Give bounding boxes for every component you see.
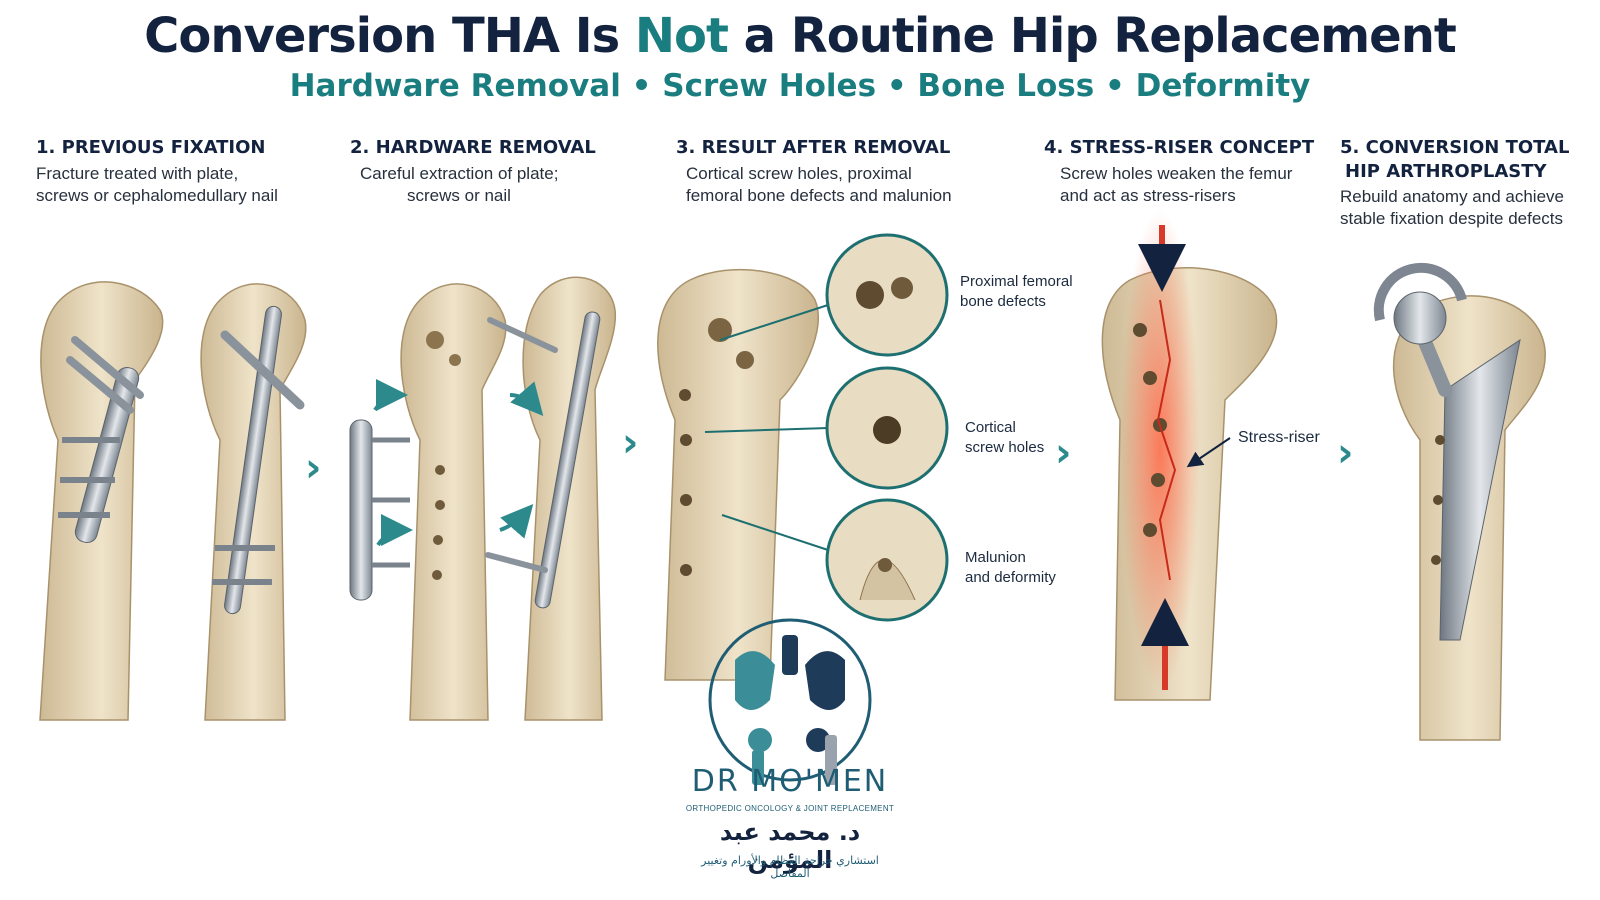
step4-desc-line1: Screw holes weaken the femur bbox=[1060, 164, 1293, 183]
step2-desc-line1: Careful extraction of plate; bbox=[360, 164, 559, 183]
callout-proximal-line1: Proximal femoral bbox=[960, 273, 1073, 290]
chevron-right-icon: › bbox=[1337, 430, 1354, 476]
chevron-right-icon: › bbox=[305, 445, 322, 491]
logo-tagline: ORTHOPEDIC ONCOLOGY & JOINT REPLACEMENT bbox=[685, 804, 895, 813]
arrow-icon bbox=[373, 379, 408, 412]
zoom-cortical-holes bbox=[825, 366, 949, 490]
logo-emblem bbox=[708, 618, 872, 785]
logo-arabic-name: د. محمد عبد المؤمن bbox=[719, 818, 861, 874]
title-part1: Conversion THA Is bbox=[144, 8, 635, 64]
step5-heading-line2: HIP ARTHROPLASTY bbox=[1345, 161, 1547, 182]
step2-desc-line2: screws or nail bbox=[407, 186, 511, 205]
femur-with-plate bbox=[39, 281, 164, 721]
step3-heading: 3. RESULT AFTER REMOVAL bbox=[676, 137, 951, 158]
zoom-malunion bbox=[825, 498, 949, 622]
step1-desc-line1: Fracture treated with plate, bbox=[36, 164, 239, 183]
step3-desc-line2: femoral bone defects and malunion bbox=[686, 186, 952, 205]
step3-desc-line1: Cortical screw holes, proximal bbox=[686, 164, 912, 183]
callout-malunion-line2: and deformity bbox=[965, 569, 1056, 586]
step4-desc-line2: and act as stress-risers bbox=[1060, 186, 1236, 205]
zoom-proximal-defects bbox=[825, 233, 949, 357]
step1-desc-line2: screws or cephalomedullary nail bbox=[36, 186, 278, 205]
femur-after-nail-removal bbox=[485, 276, 617, 721]
arrow-icon bbox=[509, 381, 544, 417]
arrow-icon bbox=[499, 503, 534, 539]
callout-cortical-line2: screw holes bbox=[965, 439, 1045, 456]
arrow-icon bbox=[376, 514, 413, 547]
femur-with-nail bbox=[200, 283, 307, 721]
femur-with-tha-implant bbox=[1373, 262, 1546, 741]
chevron-right-icon: › bbox=[1055, 430, 1072, 476]
page-title: Conversion THA Is Not a Routine Hip Repl… bbox=[0, 8, 1600, 64]
logo-arabic-tagline: استشاري جراحة العظام والأورام وتغيير الم… bbox=[701, 854, 879, 880]
femur-after-plate-removal bbox=[400, 283, 507, 721]
title-part2: a Routine Hip Replacement bbox=[727, 8, 1457, 64]
callout-proximal-line2: bone defects bbox=[960, 293, 1046, 310]
step5-desc-line2: stable fixation despite defects bbox=[1340, 209, 1564, 228]
step1-heading: 1. PREVIOUS FIXATION bbox=[36, 137, 266, 158]
step5-heading-line1: 5. CONVERSION TOTAL bbox=[1340, 137, 1570, 158]
callout-malunion-line1: Malunion bbox=[965, 549, 1026, 566]
step5-desc-line1: Rebuild anatomy and achieve bbox=[1340, 187, 1564, 206]
femur-stress-riser bbox=[1101, 210, 1278, 701]
callout-stress-riser: Stress-riser bbox=[1238, 429, 1320, 446]
removed-plate bbox=[349, 379, 413, 601]
pointer-arrow-icon bbox=[1186, 437, 1231, 468]
title-accent: Not bbox=[634, 8, 729, 64]
callout-cortical-line1: Cortical bbox=[965, 419, 1016, 436]
step4-heading: 4. STRESS-RISER CONCEPT bbox=[1044, 137, 1315, 158]
chevron-right-icon: › bbox=[622, 420, 639, 466]
femur-with-defects bbox=[657, 268, 829, 681]
logo-name: DR MO'MEN bbox=[691, 764, 889, 799]
page-subtitle: Hardware Removal • Screw Holes • Bone Lo… bbox=[289, 68, 1311, 104]
step2-heading: 2. HARDWARE REMOVAL bbox=[350, 137, 596, 158]
